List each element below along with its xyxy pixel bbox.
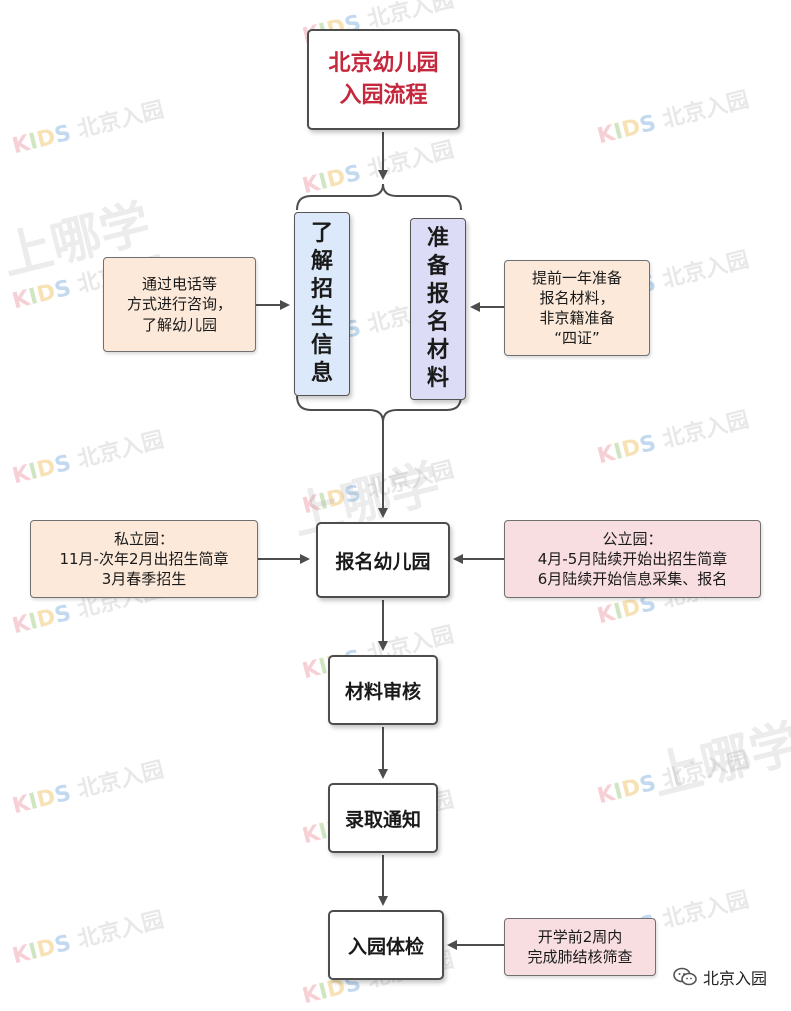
wechat-icon — [673, 967, 697, 986]
step-register: 报名幼儿园 — [316, 522, 450, 598]
account-name: 北京入园 — [702, 969, 767, 988]
step-material-review: 材料审核 — [328, 655, 438, 725]
health-check-note: 开学前2周内 完成肺结核筛查 — [504, 918, 656, 976]
materials-char: 材 — [426, 338, 449, 364]
consult-note-line: 通过电话等 — [141, 275, 217, 294]
consult-note-line: 方式进行咨询， — [126, 295, 232, 314]
public-note-line: 6月陆续开始信息采集、报名 — [537, 570, 728, 589]
public-note-line: 公立园： — [602, 529, 663, 548]
prepare-note-line: 非京籍准备 — [539, 309, 615, 327]
health-check-note-line: 完成肺结核筛查 — [527, 948, 633, 966]
consult-note-line: 了解幼儿园 — [141, 315, 217, 334]
private-note-line: 私立园： — [113, 529, 174, 548]
prepare-note: 提前一年准备 报名材料， 非京籍准备 “四证” — [504, 260, 650, 356]
info-char: 招 — [310, 276, 333, 302]
private-note-line: 3月春季招生 — [101, 570, 187, 589]
prepare-materials-text: 准备报名材料 — [427, 225, 449, 394]
top-brace — [296, 183, 462, 211]
prepare-materials-box: 准备报名材料 — [410, 218, 466, 400]
step-health-check: 入园体检 — [328, 910, 444, 980]
title-line-2: 入园流程 — [339, 82, 428, 108]
info-char: 解 — [310, 248, 333, 274]
title-line-1: 北京幼儿园 — [328, 50, 439, 76]
consult-note: 通过电话等 方式进行咨询， 了解幼儿园 — [103, 257, 256, 352]
health-check-note-line: 开学前2周内 — [537, 927, 623, 946]
prepare-note-line: “四证” — [554, 329, 600, 348]
title-box: 北京幼儿园 入园流程 — [307, 29, 460, 130]
account-badge: 北京入园 — [673, 965, 767, 989]
understand-enrollment-info-box: 了解招生信息 — [294, 212, 350, 396]
materials-char: 料 — [426, 366, 449, 392]
step-admission-notice-label: 录取通知 — [344, 808, 421, 831]
private-kindergarten-note: 私立园： 11月-次年2月出招生简章 3月春季招生 — [30, 520, 258, 598]
prepare-note-line: 报名材料， — [539, 288, 615, 307]
step-admission-notice: 录取通知 — [328, 783, 438, 853]
prepare-note-line: 提前一年准备 — [531, 268, 622, 287]
step-health-check-label: 入园体检 — [347, 935, 424, 958]
info-char: 信 — [310, 333, 333, 359]
private-note-line: 11月-次年2月出招生简章 — [59, 549, 229, 568]
materials-char: 准 — [426, 225, 449, 251]
info-char: 息 — [310, 361, 333, 387]
info-char: 了 — [310, 220, 333, 246]
info-char: 生 — [310, 305, 333, 330]
understand-enrollment-info-text: 了解招生信息 — [311, 220, 333, 389]
materials-char: 报 — [426, 281, 449, 307]
public-note-line: 4月-5月陆续开始出招生简章 — [537, 549, 728, 568]
materials-char: 备 — [426, 253, 449, 279]
public-kindergarten-note: 公立园： 4月-5月陆续开始出招生简章 6月陆续开始信息采集、报名 — [504, 520, 761, 598]
step-register-label: 报名幼儿园 — [335, 550, 431, 573]
step-material-review-label: 材料审核 — [344, 680, 421, 703]
materials-char: 名 — [426, 310, 449, 335]
